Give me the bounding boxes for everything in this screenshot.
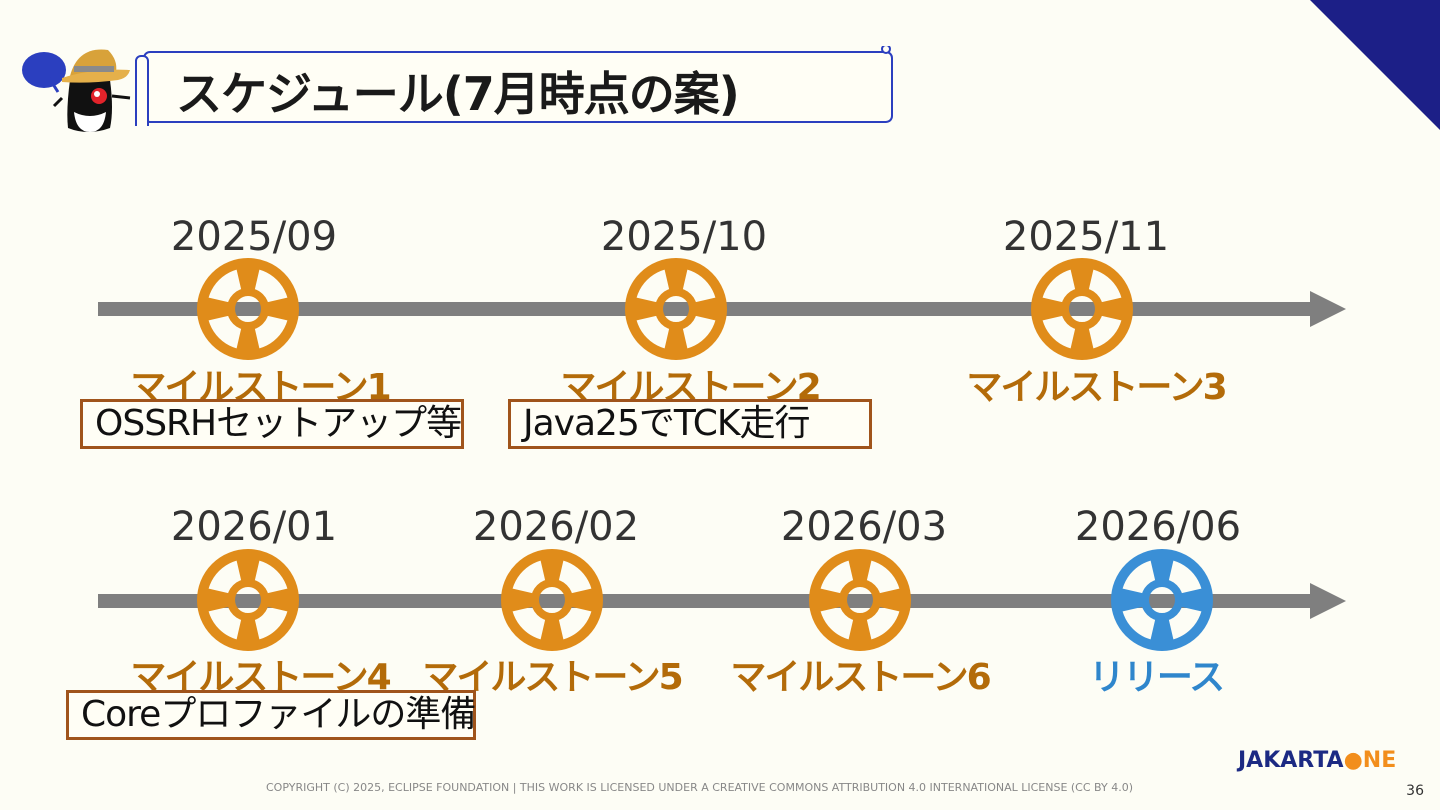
note-box: Java25でTCK走行 [508, 399, 872, 449]
milestone-label: マイルストーン6 [730, 657, 991, 698]
date-label: 2025/11 [1002, 214, 1170, 260]
logo-o-icon: ● [1343, 748, 1363, 773]
jakarta-one-logo: JAKARTA●NE [1238, 748, 1396, 773]
note-box: OSSRHセットアップ等 [80, 399, 464, 449]
date-label: 2025/10 [600, 214, 768, 260]
lifebuoy-icon [625, 258, 727, 360]
lifebuoy-icon [501, 549, 603, 651]
copyright-footer: COPYRIGHT (C) 2025, ECLIPSE FOUNDATION |… [266, 781, 1133, 794]
timeline-row2-arrow [1310, 583, 1346, 619]
lifebuoy-icon [1031, 258, 1133, 360]
timeline-row2 [98, 594, 1314, 608]
milestone-label: マイルストーン3 [966, 367, 1227, 408]
mascot-icon [22, 49, 131, 132]
date-label: 2026/06 [1074, 504, 1242, 550]
title-banner [135, 46, 893, 126]
date-label: 2026/03 [780, 504, 948, 550]
note-box: Coreプロファイルの準備 [66, 690, 476, 740]
logo-text-right: NE [1362, 748, 1397, 773]
date-label: 2026/01 [170, 504, 338, 550]
timeline-row1-arrow [1310, 291, 1346, 327]
page-title: スケジュール(7月時点の案) [176, 67, 740, 121]
date-label: 2025/09 [170, 214, 338, 260]
lifebuoy-icon [197, 549, 299, 651]
logo-text-left: JAKARTA [1238, 748, 1344, 773]
page-number: 36 [1406, 783, 1424, 799]
lifebuoy-icon [197, 258, 299, 360]
date-label: 2026/02 [472, 504, 640, 550]
release-label: リリース [1088, 657, 1225, 698]
lifebuoy-icon [809, 549, 911, 651]
lifebuoy-release-icon [1111, 549, 1213, 651]
corner-triangle [1310, 0, 1440, 130]
